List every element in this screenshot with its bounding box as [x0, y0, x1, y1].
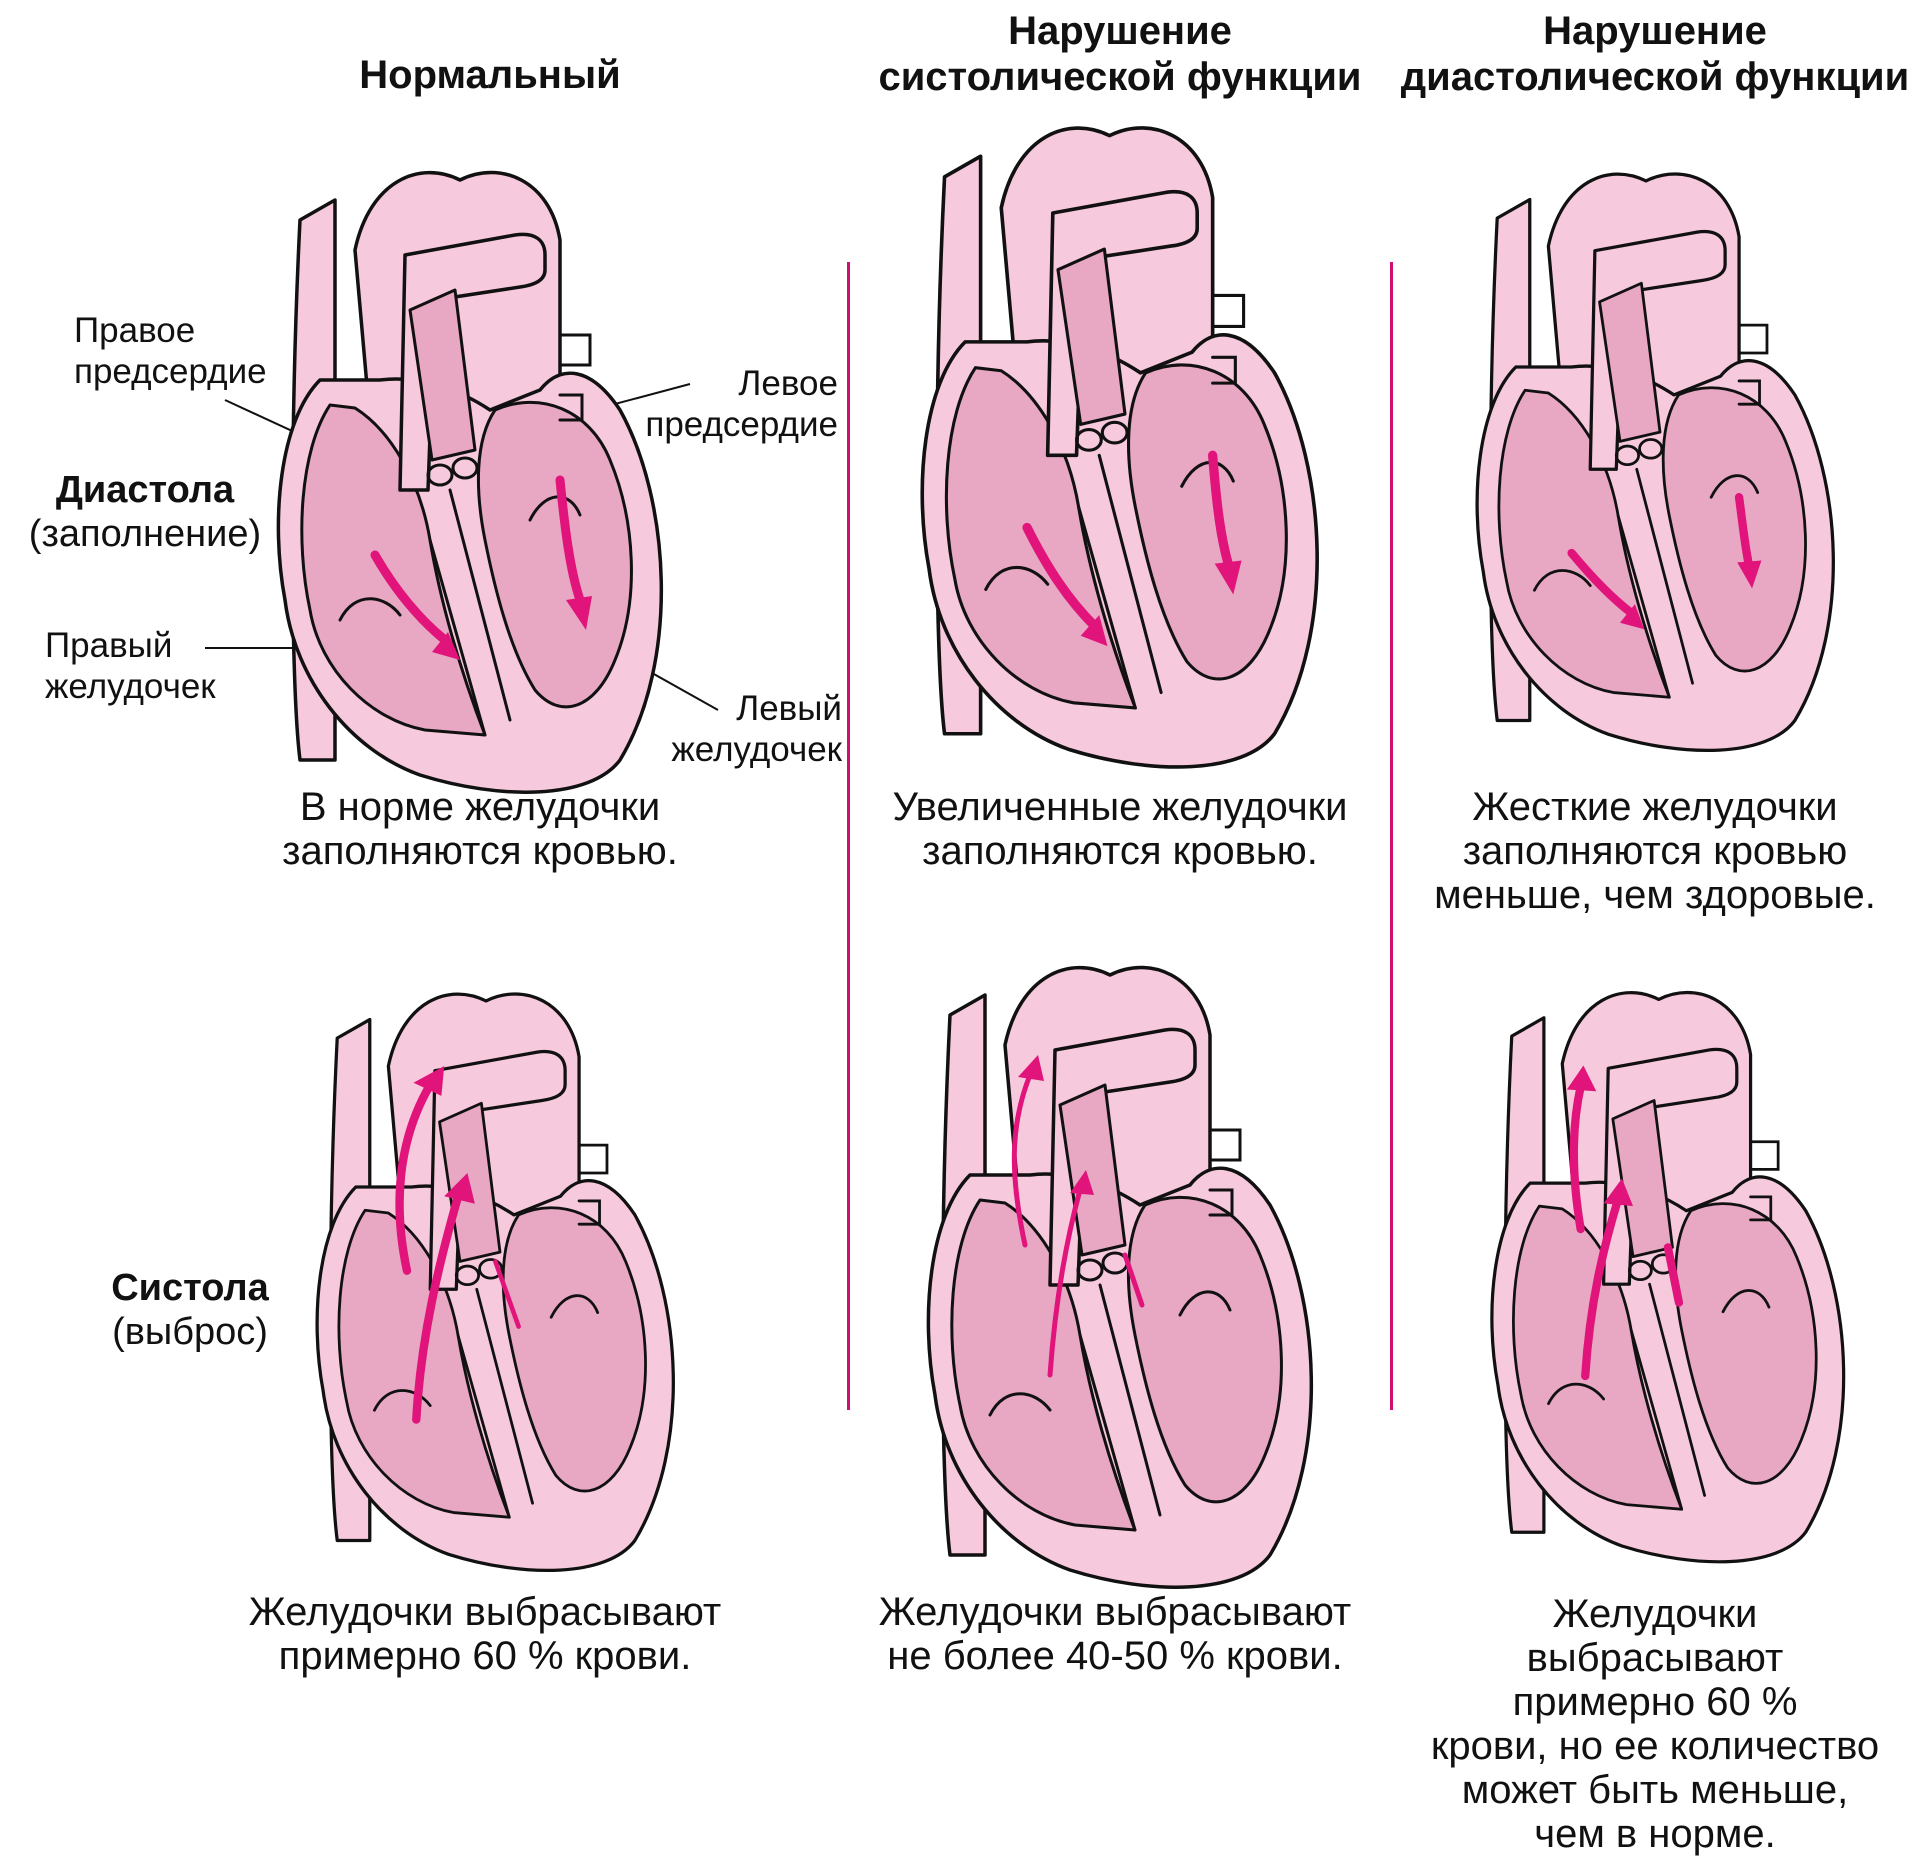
- column-title-systolic-line2: систолической функции: [878, 55, 1362, 99]
- heart-diastolic-systole: [1490, 990, 1846, 1564]
- label-right-atrium-line2: предсердие: [74, 352, 267, 391]
- column-title-systolic: Нарушение систолической функции: [840, 8, 1400, 100]
- caption-diastolic-systole-line2: выбрасывают: [1526, 1636, 1784, 1680]
- row-label-systole: Систола (выброс): [75, 1266, 305, 1354]
- column-title-diastolic: Нарушение диастолической функции: [1390, 8, 1920, 100]
- flow-arrow-aorta: [1011, 1072, 1033, 1248]
- flow-arrow-left-ventricle: [555, 475, 585, 605]
- heart-normal-systole: [315, 992, 675, 1573]
- row-label-systole-title: Систола: [111, 1267, 269, 1309]
- label-left-ventricle-line1: Левый: [736, 689, 842, 728]
- flow-arrowhead-aorta: [413, 1066, 445, 1096]
- caption-diastolic-diastole-line3: меньше, чем здоровые.: [1434, 873, 1876, 917]
- caption-systolic-systole-line2: не более 40-50 % крови.: [887, 1634, 1343, 1678]
- label-left-atrium-line1: Левое: [738, 364, 838, 403]
- flow-arrow-ventricle: [412, 1192, 463, 1424]
- caption-diastolic-systole-line3: примерно 60 %: [1512, 1680, 1798, 1724]
- caption-systolic-diastole: Увеличенные желудочки заполняются кровью…: [855, 785, 1385, 873]
- flow-arrowhead-aorta: [1018, 1055, 1044, 1081]
- caption-diastolic-diastole: Жесткие желудочки заполняются кровью мен…: [1395, 785, 1915, 917]
- flow-arrowhead-right-ventricle: [1620, 604, 1645, 630]
- caption-systolic-systole: Желудочки выбрасывают не более 40-50 % к…: [850, 1590, 1380, 1678]
- column-title-systolic-line1: Нарушение: [1008, 9, 1232, 53]
- flow-arrow-left-ventricle: [1208, 450, 1233, 569]
- row-label-diastole-sub: (заполнение): [28, 513, 262, 555]
- flow-arrowhead-right-ventricle: [1080, 615, 1108, 647]
- flow-arrow-valve: [1122, 1252, 1145, 1308]
- heart-systolic-diastole: [920, 126, 1319, 769]
- caption-normal-systole-line1: Желудочки выбрасывают: [248, 1590, 722, 1634]
- heart-systolic-systole: [926, 965, 1314, 1589]
- column-title-normal: Нормальный: [359, 53, 621, 97]
- flow-arrow-aorta: [1569, 1082, 1585, 1234]
- flow-arrowhead-left-ventricle: [566, 596, 592, 630]
- label-right-ventricle: Правый желудочек: [45, 625, 216, 707]
- flow-arrow-valve: [1663, 1243, 1684, 1307]
- row-label-diastole-title: Диастола: [55, 469, 235, 511]
- flow-arrowhead-aorta: [1566, 1065, 1597, 1092]
- flow-arrow-aorta: [395, 1080, 435, 1275]
- caption-normal-diastole-line2: заполняются кровью.: [282, 829, 678, 873]
- caption-diastolic-diastole-line1: Жесткие желудочки: [1472, 785, 1838, 829]
- label-right-atrium-line1: Правое: [74, 311, 196, 350]
- label-left-ventricle-line2: желудочек: [671, 730, 842, 769]
- flow-arrowhead-left-ventricle: [1737, 560, 1762, 589]
- flow-arrow-left-ventricle: [1734, 493, 1753, 567]
- flow-arrowhead-ventricle: [1070, 1170, 1094, 1195]
- caption-diastolic-systole-line1: Желудочки: [1552, 1592, 1758, 1636]
- column-divider-left: [847, 262, 850, 1410]
- caption-diastolic-systole: Желудочки выбрасывают примерно 60 % кров…: [1395, 1592, 1915, 1856]
- column-title-diastolic-line2: диастолической функции: [1400, 55, 1910, 99]
- column-divider-right: [1390, 262, 1393, 1410]
- flow-arrowhead-ventricle: [1603, 1178, 1633, 1207]
- column-title-diastolic-line1: Нарушение: [1543, 9, 1767, 53]
- caption-normal-diastole: В норме желудочки заполняются кровью.: [240, 785, 720, 873]
- caption-normal-systole-line2: примерно 60 % крови.: [278, 1634, 692, 1678]
- flow-arrow-right-ventricle: [1022, 522, 1099, 631]
- caption-diastolic-systole-line4: крови, но ее количество: [1430, 1724, 1880, 1768]
- caption-normal-diastole-line1: В норме желудочки: [299, 785, 661, 829]
- flow-arrowhead-right-ventricle: [432, 632, 460, 660]
- flow-arrow-ventricle: [1581, 1197, 1622, 1381]
- flow-arrow-ventricle: [1047, 1187, 1083, 1378]
- caption-diastolic-systole-line5: может быть меньше,: [1461, 1768, 1849, 1812]
- heart-normal-diastole: [276, 170, 664, 794]
- flow-arrow-right-ventricle: [1567, 548, 1637, 618]
- caption-normal-systole: Желудочки выбрасывают примерно 60 % кров…: [220, 1590, 750, 1678]
- row-label-diastole: Диастола (заполнение): [5, 468, 285, 556]
- caption-systolic-diastole-line1: Увеличенные желудочки: [892, 785, 1348, 829]
- label-right-atrium: Правое предсердие: [74, 310, 267, 392]
- flow-arrow-valve: [493, 1259, 521, 1329]
- label-right-ventricle-line2: желудочек: [45, 667, 216, 706]
- flow-arrowhead-ventricle: [444, 1173, 475, 1204]
- label-left-ventricle: Левый желудочек: [620, 688, 842, 770]
- flow-arrowhead-left-ventricle: [1214, 560, 1242, 595]
- caption-systolic-systole-line1: Желудочки выбрасывают: [878, 1590, 1352, 1634]
- flow-arrow-right-ventricle: [370, 550, 450, 645]
- caption-diastolic-systole-line6: чем в норме.: [1534, 1812, 1776, 1856]
- caption-diastolic-diastole-line2: заполняются кровью: [1462, 829, 1848, 873]
- row-label-systole-sub: (выброс): [112, 1311, 268, 1353]
- label-right-ventricle-line1: Правый: [45, 626, 173, 665]
- caption-systolic-diastole-line2: заполняются кровью.: [922, 829, 1318, 873]
- heart-diastolic-diastole: [1475, 172, 1835, 753]
